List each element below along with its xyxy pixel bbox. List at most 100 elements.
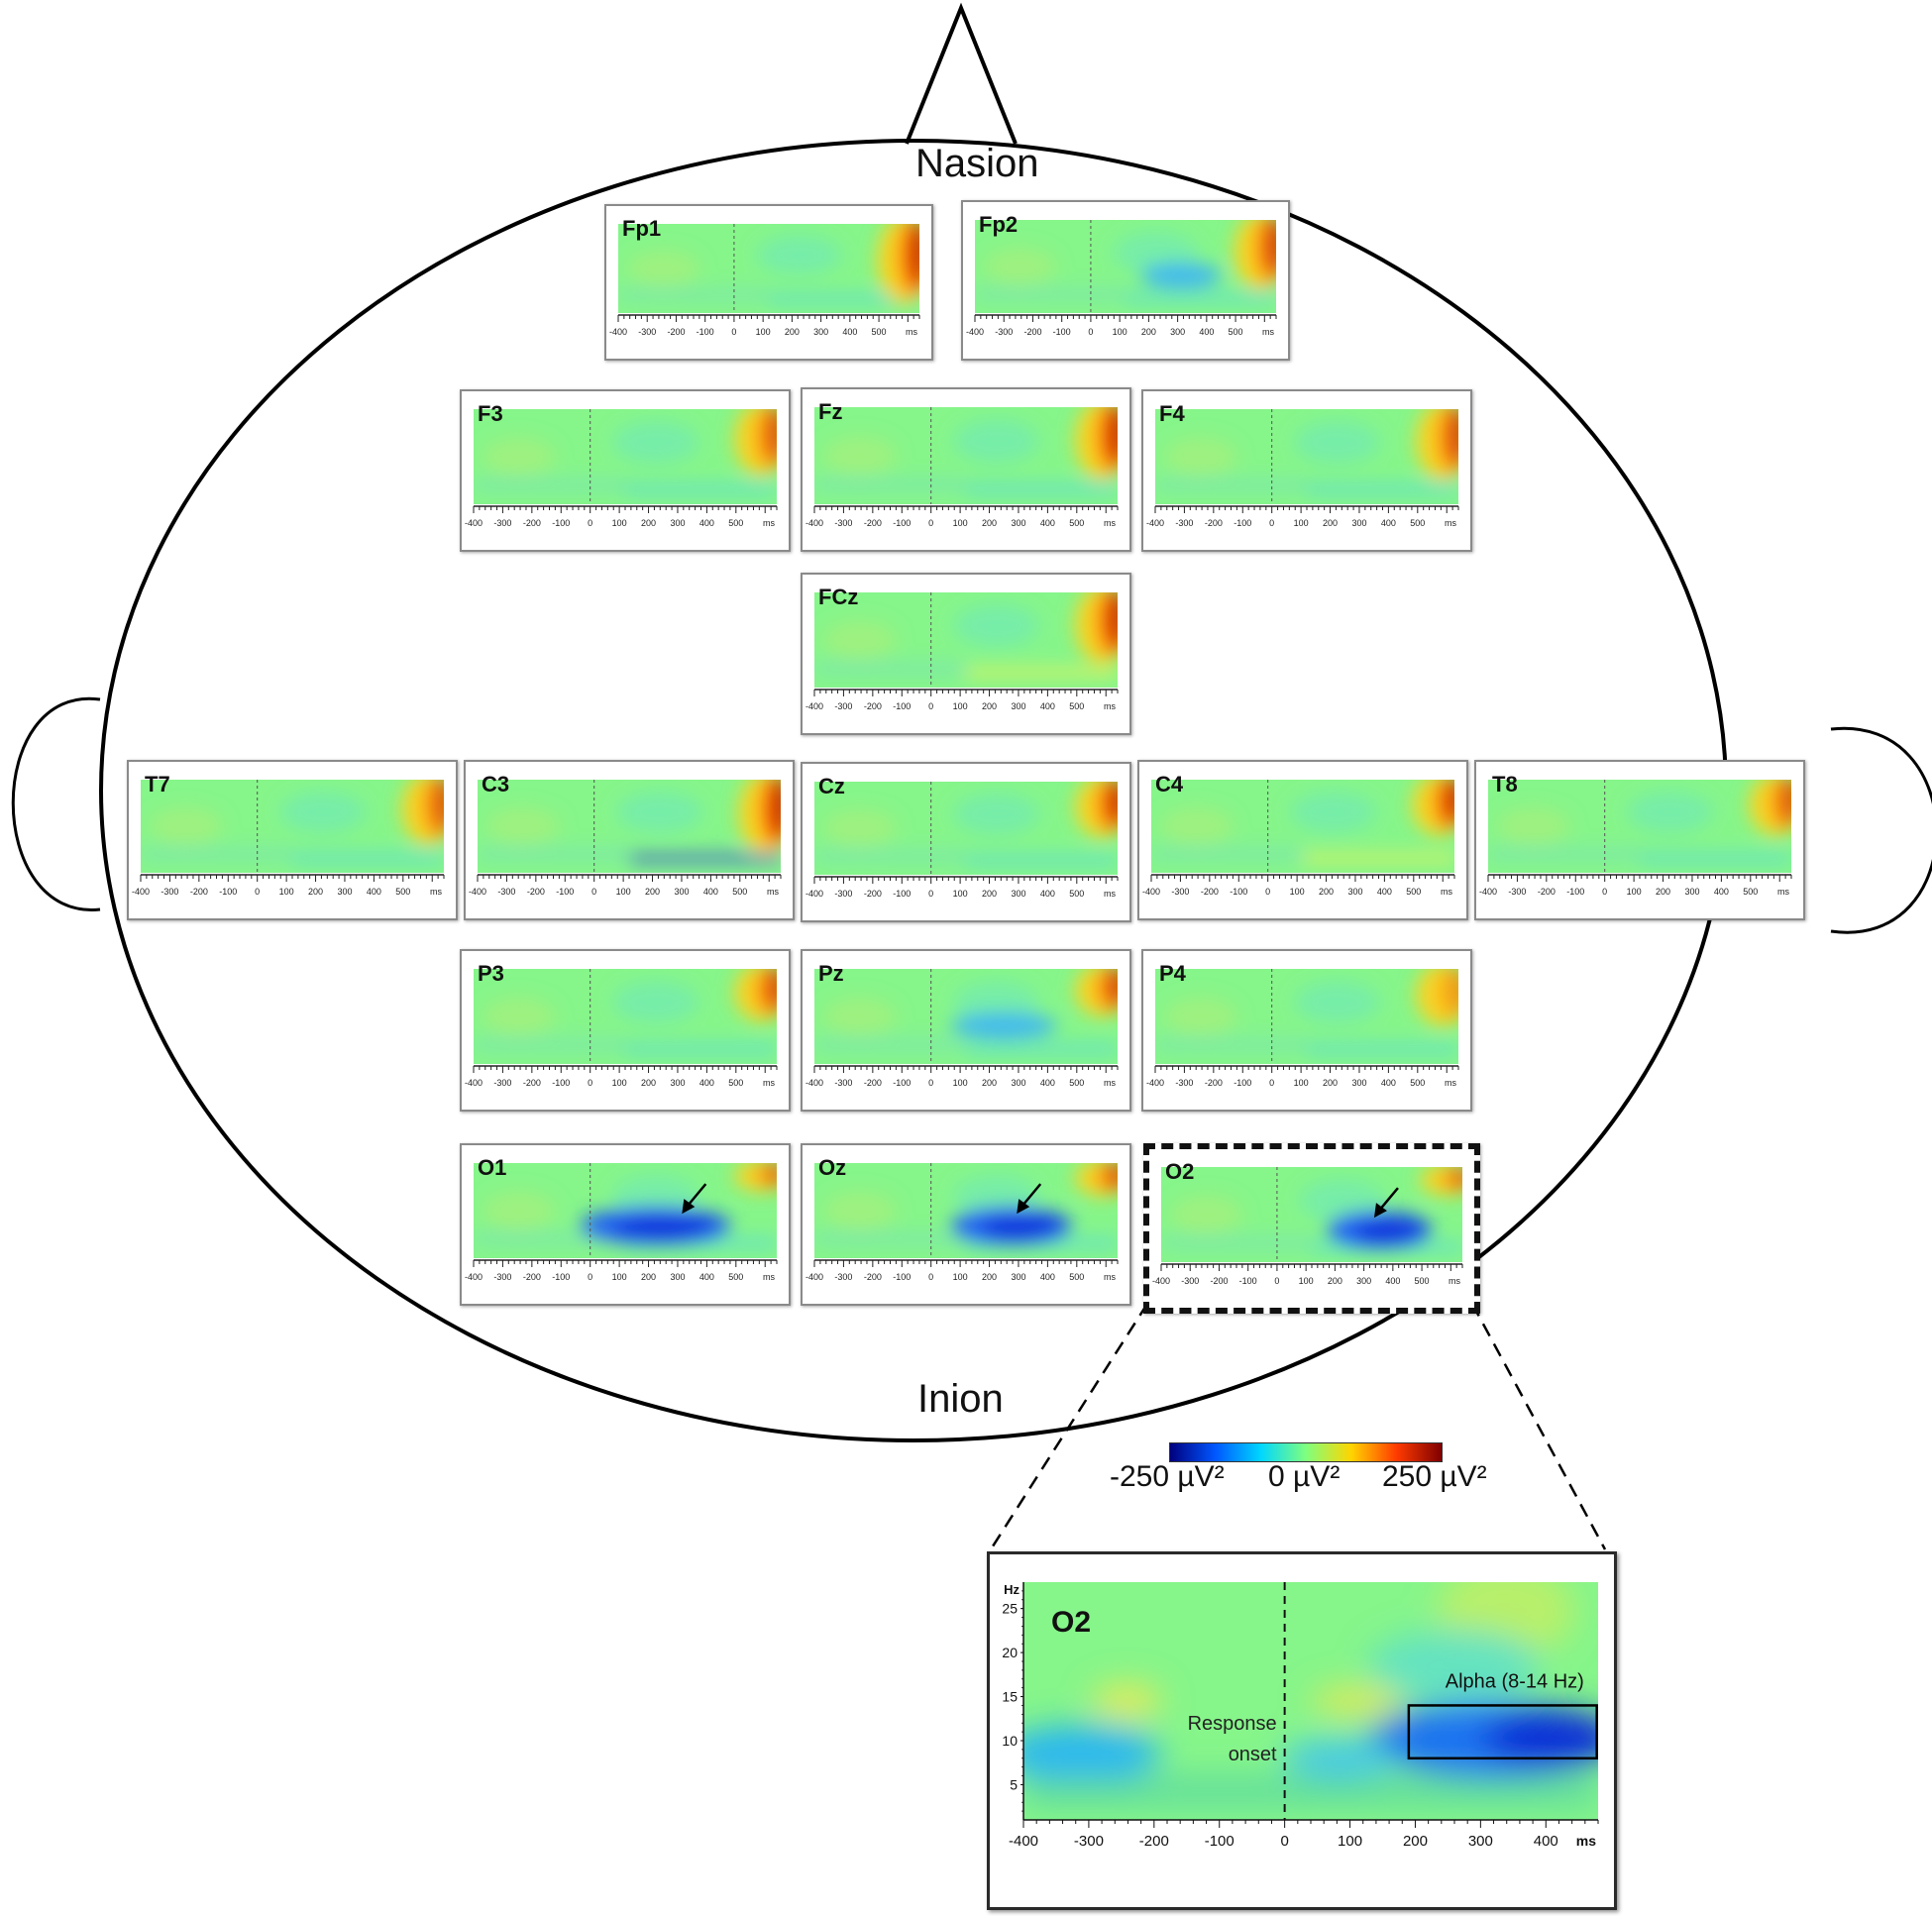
axis-unit: ms — [430, 887, 442, 897]
tick-label: -200 — [667, 327, 685, 337]
tick-label: -400 — [132, 887, 150, 897]
tick-label: 0 — [928, 889, 933, 899]
tick-label: 300 — [1011, 889, 1025, 899]
tick-label: -100 — [1234, 1078, 1251, 1088]
heatmap-blob — [823, 620, 897, 660]
tick-label: 400 — [699, 518, 714, 528]
heatmap-blob — [769, 409, 777, 460]
heatmap-blob — [950, 1012, 1057, 1040]
tick-label: -300 — [834, 1078, 852, 1088]
electrode-label: Fp1 — [622, 216, 662, 241]
axis-unit: ms — [763, 1078, 775, 1088]
heatmap-blobs — [618, 224, 919, 304]
zoom-blob — [1368, 1630, 1541, 1701]
zoom-x-tick-label: -300 — [1074, 1833, 1104, 1850]
zoom-x-unit: ms — [1576, 1833, 1596, 1849]
heatmap-blob — [150, 807, 223, 845]
heatmap-blob — [984, 248, 1057, 285]
tick-label: -100 — [1566, 887, 1584, 897]
tick-label: -300 — [1508, 887, 1526, 897]
heatmap-blob — [486, 807, 560, 845]
alpha-band-box — [1407, 1704, 1598, 1760]
tick-label: 0 — [928, 518, 933, 528]
heatmap-blob — [1155, 1040, 1307, 1050]
heatmap-layer — [814, 1163, 1118, 1258]
tick-label: 300 — [1011, 518, 1025, 528]
tick-label: 0 — [1602, 887, 1607, 897]
electrode-label: C3 — [482, 772, 510, 797]
heatmap-blobs — [814, 782, 1118, 865]
nose — [905, 2, 1018, 145]
zoom-x-tick-label: -200 — [1139, 1833, 1169, 1850]
tick-label: -400 — [1152, 1276, 1170, 1286]
tick-label: 0 — [591, 887, 596, 897]
right-ear — [1830, 726, 1932, 934]
heatmap-blobs — [1488, 780, 1791, 863]
tick-label: -100 — [893, 1272, 911, 1282]
heatmap-blobs — [814, 407, 1118, 494]
tick-label: 200 — [1141, 327, 1156, 337]
electrode-label: F3 — [478, 401, 503, 426]
tick-label: -300 — [493, 1078, 511, 1088]
heatmap-layer — [618, 224, 919, 313]
colorbar — [1169, 1442, 1443, 1462]
heatmap-layer — [814, 969, 1118, 1064]
axis-unit: ms — [1777, 887, 1789, 897]
tick-label: -400 — [1479, 887, 1497, 897]
heatmap-blob — [814, 664, 966, 674]
tick-label: 0 — [588, 518, 592, 528]
tick-label: 400 — [842, 327, 857, 337]
tick-label: -300 — [497, 887, 515, 897]
arrow-head-icon — [1373, 1203, 1387, 1219]
heatmap-blob — [953, 604, 1039, 647]
heatmap-blobs — [1151, 780, 1454, 863]
zoom-x-tick-label: 300 — [1468, 1833, 1493, 1850]
heatmap-layer — [478, 780, 781, 873]
electrode-label: T7 — [145, 772, 170, 797]
tick-label: 500 — [1410, 1078, 1425, 1088]
heatmap-blob — [1294, 981, 1380, 1023]
tick-label: -200 — [864, 1078, 882, 1088]
heatmap-blob — [756, 235, 841, 275]
heatmap-blob — [814, 479, 966, 490]
zoom-x-tick-label: 100 — [1338, 1833, 1362, 1850]
zoom-blob — [1023, 1725, 1162, 1782]
heatmap-blob — [1290, 792, 1376, 833]
electrode-label: P3 — [478, 961, 504, 986]
tick-label: 500 — [1743, 887, 1758, 897]
axis-unit: ms — [1104, 1272, 1116, 1282]
tick-label: 100 — [756, 327, 771, 337]
tick-label: 200 — [1328, 1276, 1342, 1286]
tick-label: -400 — [465, 518, 483, 528]
heatmap-blobs — [1161, 1167, 1462, 1252]
colorbar-mid-label: 0 µV² — [1268, 1460, 1341, 1493]
heatmap-blob — [1783, 780, 1791, 822]
heatmap-blob — [1307, 484, 1458, 494]
tick-label: -300 — [1175, 518, 1193, 528]
tick-label: -100 — [1230, 887, 1247, 897]
zoom-y-tick-label: 25 — [1002, 1601, 1018, 1617]
heatmap-layer — [814, 782, 1118, 875]
tick-label: 200 — [982, 701, 997, 711]
tick-label: 300 — [1011, 1078, 1025, 1088]
colorbar-gradient — [1170, 1443, 1442, 1461]
tick-label: 500 — [1069, 518, 1084, 528]
tick-label: 500 — [872, 327, 887, 337]
inion-label: Inion — [917, 1377, 1004, 1421]
tick-label: 400 — [1040, 518, 1055, 528]
